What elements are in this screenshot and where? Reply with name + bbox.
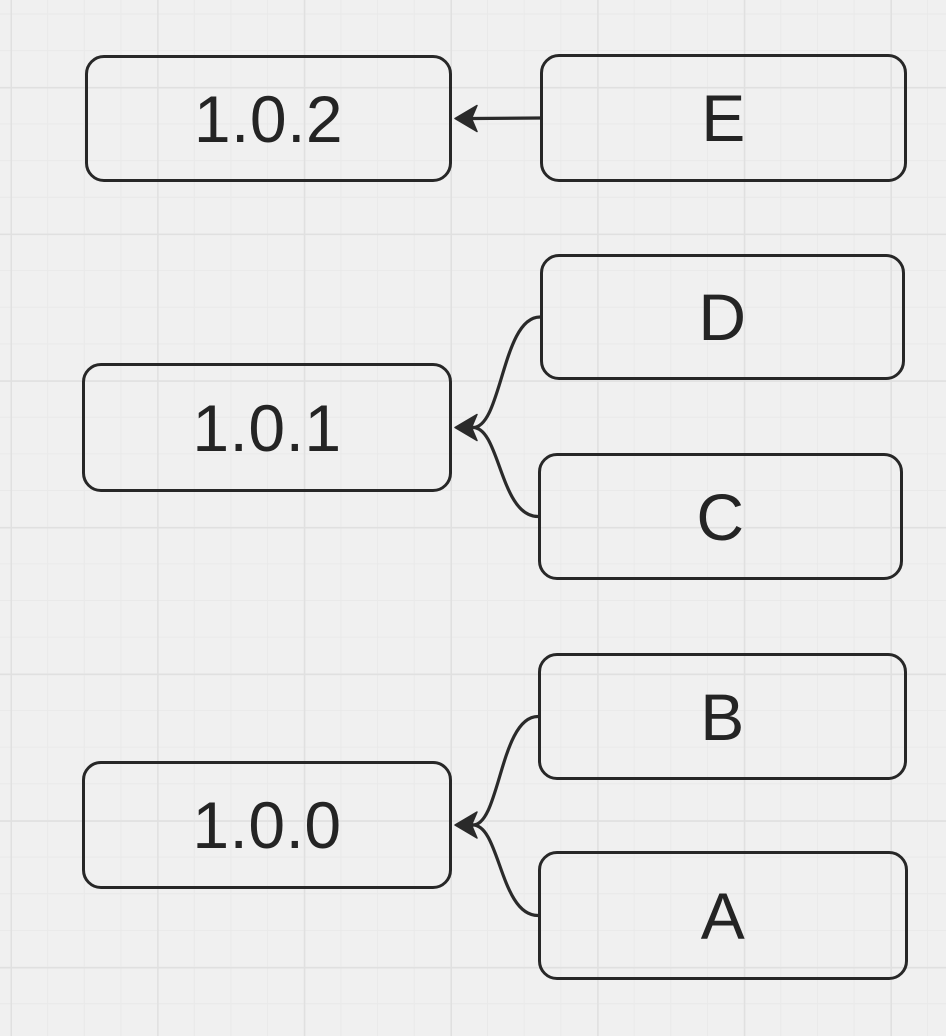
node-v101[interactable]: 1.0.1 bbox=[82, 363, 452, 492]
node-C[interactable]: C bbox=[538, 453, 903, 580]
node-label-v102: 1.0.2 bbox=[193, 81, 344, 156]
node-D[interactable]: D bbox=[540, 254, 905, 380]
node-E[interactable]: E bbox=[540, 54, 907, 182]
node-label-B: B bbox=[700, 679, 745, 754]
node-v100[interactable]: 1.0.0 bbox=[82, 761, 452, 889]
edge-B-v100[interactable] bbox=[471, 714, 540, 827]
node-label-v100: 1.0.0 bbox=[192, 788, 342, 862]
node-A[interactable]: A bbox=[538, 851, 908, 980]
edge-D-v101[interactable] bbox=[471, 315, 542, 430]
node-label-A: A bbox=[700, 878, 746, 953]
node-v102[interactable]: 1.0.2 bbox=[85, 55, 452, 182]
node-label-v101: 1.0.1 bbox=[192, 390, 342, 465]
node-label-E: E bbox=[701, 81, 746, 155]
edge-A-v100[interactable] bbox=[471, 823, 540, 918]
node-label-C: C bbox=[696, 479, 745, 554]
node-B[interactable]: B bbox=[538, 653, 907, 780]
node-label-D: D bbox=[698, 280, 747, 354]
edge-C-v101[interactable] bbox=[471, 425, 540, 519]
edge-E-v102[interactable] bbox=[471, 116, 542, 121]
